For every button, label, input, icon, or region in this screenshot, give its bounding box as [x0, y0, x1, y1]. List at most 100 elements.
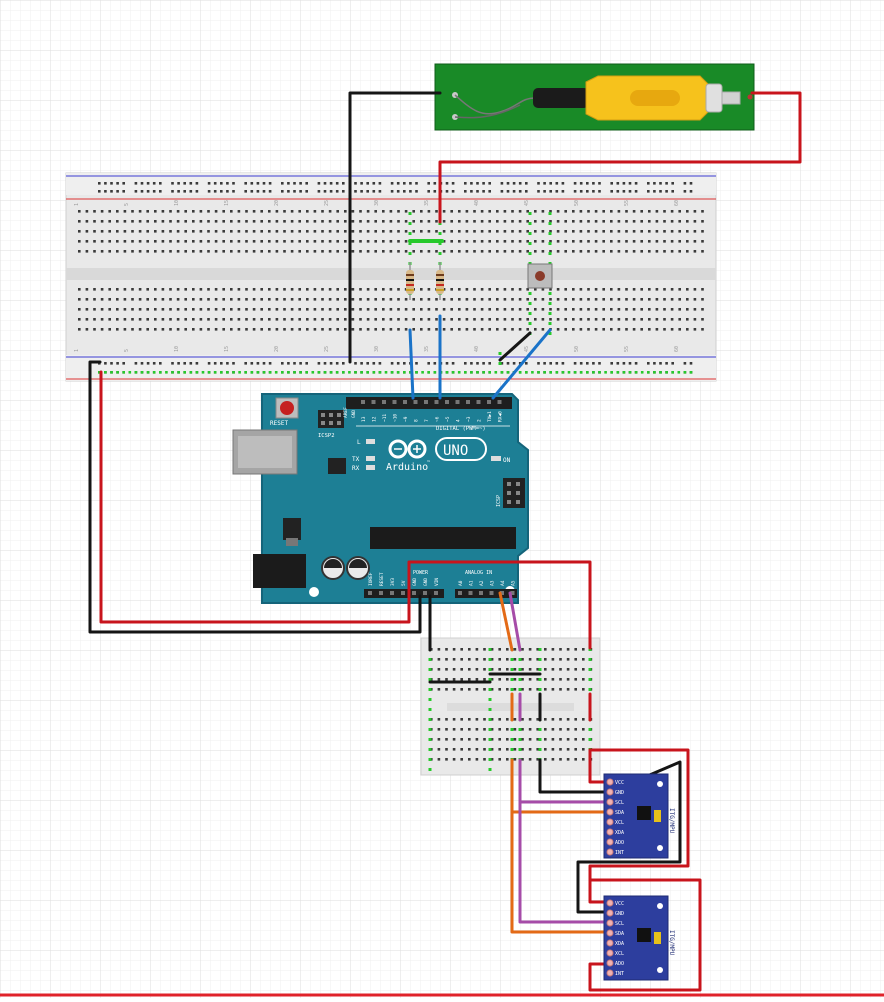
digital-pin-label: ~9 — [403, 416, 409, 422]
mpu-pin-label: XCL — [615, 951, 624, 957]
main-breadboard: 1155101015152020252530303535404045455050… — [65, 172, 717, 382]
power-pin-label: 5V — [401, 580, 407, 586]
power-pin-label: VIN — [434, 578, 440, 586]
arduino-infinity-logo — [388, 439, 427, 459]
red-pushbutton-icon[interactable] — [280, 401, 294, 415]
column-number: 20 — [274, 200, 280, 206]
digital-pin-label: ~10 — [393, 414, 399, 422]
vcc-red-wire — [99, 370, 592, 650]
column-number: 1 — [74, 349, 80, 352]
column-number: 1 — [74, 203, 80, 206]
power-pin-label: RESET — [379, 572, 385, 586]
mpu-pin-label: SCL — [615, 921, 624, 927]
column-number: 25 — [324, 200, 330, 206]
power-pin-label: 3V3 — [390, 578, 396, 586]
digital-pin-label: ~6 — [435, 416, 441, 422]
rca-signal-wire-black — [348, 91, 442, 364]
mpu-pin-label: XCL — [615, 820, 624, 826]
digital-pin-label: 13 — [361, 416, 367, 422]
gnd-pin-label: GND — [351, 410, 357, 418]
a4-orange-wire — [498, 591, 514, 652]
mpu-gnd-cross — [576, 760, 682, 914]
column-number: 30 — [374, 346, 380, 352]
column-number: 20 — [274, 346, 280, 352]
wires — [88, 91, 802, 992]
mpu1-gnd-black — [538, 758, 612, 794]
a5-purple-wire — [508, 591, 522, 652]
column-number: 5 — [124, 349, 130, 352]
column-number: 45 — [524, 200, 530, 206]
mpu-pin-label: SDA — [615, 810, 624, 816]
rca-connector-module — [434, 63, 755, 131]
atmega-chip — [370, 527, 516, 549]
digital-pin-label: 12 — [372, 416, 378, 422]
rca-red-wire — [438, 91, 802, 224]
analog-pin-label: A2 — [479, 580, 485, 586]
mpu-pin-label: GND — [615, 790, 624, 796]
l-led-label: L — [357, 439, 361, 446]
digital-pin-label: RX◀0 — [498, 411, 504, 422]
column-number: 60 — [674, 200, 680, 206]
column-number: 10 — [174, 346, 180, 352]
mpu-pin-label: XDA — [615, 941, 624, 947]
breadboard-holes — [78, 182, 704, 374]
breadboard-column-numbers: 1155101015152020252530303535404045455050… — [74, 200, 680, 352]
mpu1-vcc-red — [588, 748, 702, 992]
digital-pin-label: 2 — [477, 419, 483, 422]
reset-label: RESET — [270, 420, 288, 427]
column-number: 35 — [424, 200, 430, 206]
column-number: 50 — [574, 200, 580, 206]
analog-pin-labels: A0 A1 A2 A3 A4 A5 — [458, 580, 517, 595]
mpu-pin-label: XDA — [615, 830, 624, 836]
column-number: 55 — [624, 346, 630, 352]
icsp2-header — [318, 410, 344, 428]
digital-pin-label: 7 — [424, 419, 430, 422]
on-label: ON — [503, 457, 511, 464]
mpu-pin-label: INT — [615, 850, 624, 856]
column-number: 35 — [424, 346, 430, 352]
column-number: 40 — [474, 346, 480, 352]
mpu-pin-label: SDA — [615, 931, 624, 937]
column-number: 60 — [674, 346, 680, 352]
mpu2-scl-purple — [518, 800, 612, 924]
board-model: UNO — [443, 443, 468, 459]
analog-pin-label: A5 — [511, 580, 517, 586]
tactile-pushbutton-icon[interactable] — [527, 263, 553, 289]
mpu2-sda-orange — [510, 810, 612, 934]
column-number: 40 — [474, 200, 480, 206]
icsp-label: ICSP — [496, 495, 502, 507]
column-number: 30 — [374, 200, 380, 206]
mpu-top-label: ITG/MPU — [668, 808, 675, 834]
analog-pin-label: A4 — [500, 580, 506, 586]
digital-pin-label: TX▶1 — [487, 411, 493, 422]
blue-wire-pin2 — [491, 328, 552, 400]
digital-pin-label: ~5 — [445, 416, 451, 422]
analog-header — [455, 589, 517, 598]
mpu-pin-label: SCL — [615, 800, 624, 806]
digital-label: DIGITAL (PWM=~) — [436, 426, 486, 432]
digital-pin-label: 8 — [414, 419, 420, 422]
column-number: 45 — [524, 346, 530, 352]
small-breadboard — [420, 637, 601, 776]
analog-pin-label: A1 — [469, 580, 475, 586]
blue-wire-pin9 — [408, 328, 415, 400]
power-pin-label: GND — [412, 578, 418, 586]
analog-pin-label: A3 — [490, 580, 496, 586]
gnd-black-wire — [88, 360, 422, 634]
arduino-logo-text: Arduino — [386, 462, 428, 473]
power-label: POWER — [413, 570, 429, 576]
column-number: 25 — [324, 346, 330, 352]
tx-label: TX — [352, 456, 360, 463]
mpu-pin-label: VCC — [615, 780, 624, 786]
analog-pin-label: A0 — [458, 580, 464, 586]
mpu2-vcc-red — [588, 878, 612, 904]
dc-jack-icon — [253, 554, 306, 588]
icsp-header — [503, 478, 525, 508]
digital-pin-label: ~3 — [466, 416, 472, 422]
column-number: 55 — [624, 200, 630, 206]
